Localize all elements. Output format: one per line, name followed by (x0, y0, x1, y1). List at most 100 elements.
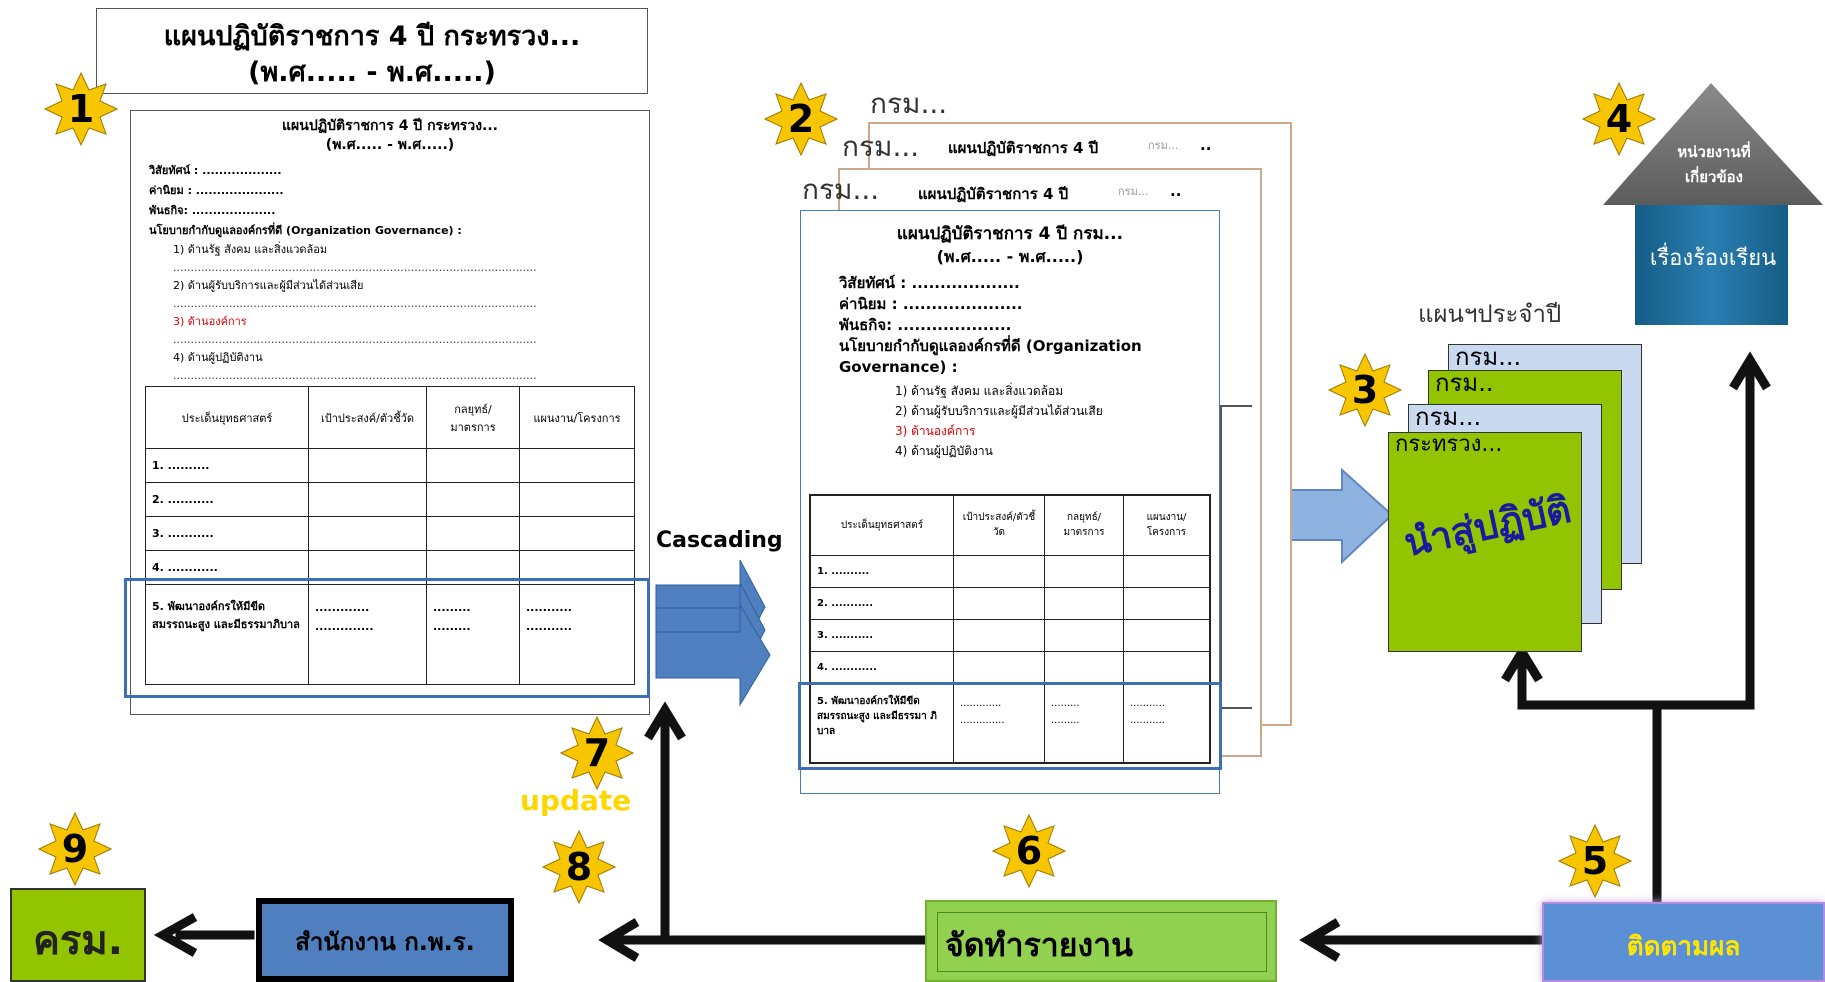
star-icon (541, 829, 617, 905)
step-badge-9: 9 (37, 811, 113, 887)
table-cell: ........... (1130, 714, 1165, 726)
table-row: 3. ........... (145, 516, 309, 551)
ministry-doc-vision: วิสัยทัศน์ : ................... (149, 164, 282, 177)
cabinet-box[interactable]: ครม. (10, 888, 146, 982)
table-row-governance: 5. พัฒนาองค์กรให้มีขีดสมรรถนะสูง และมีธร… (145, 584, 309, 685)
ministry-plan-document: แผนปฏิบัติราชการ 4 ปี กระทรวง... (พ.ศ...… (130, 110, 650, 715)
ministry-doc-dotline-3: ........................................… (173, 333, 537, 346)
table-row: 3. ........... (809, 618, 954, 652)
dept-back-2-title: แผนปฏิบัติราชการ 4 ปี (948, 139, 1099, 157)
table-cell: ........... (526, 601, 572, 614)
table-cell: .............. (960, 714, 1005, 726)
table-header: แผนงาน/โครงการ (1123, 494, 1211, 556)
update-label: update (520, 784, 632, 817)
ministry-doc-title2: (พ.ศ..... - พ.ศ.....) (325, 136, 455, 153)
star-icon (1327, 352, 1403, 428)
ministry-doc-dotline-2: ........................................… (173, 297, 537, 310)
dept-doc-mission: พันธกิจ: .................... (839, 316, 1012, 334)
opdc-box[interactable]: สำนักงาน ก.พ.ร. (256, 898, 514, 982)
dept-doc-item-3: 3) ด้านองค์การ (895, 424, 976, 438)
step-badge-8: 8 (541, 829, 617, 905)
follow-up-label: ติดตามผล (1626, 932, 1741, 962)
dept-strategy-table: ประเด็นยุทธศาสตร์ เป้าประสงค์/ตัวชี้วัด … (809, 494, 1211, 764)
star-icon (991, 813, 1067, 889)
dept-doc-values: ค่านิยม : ..................... (839, 295, 1023, 313)
ministry-strategy-table: ประเด็นยุทธศาสตร์ เป้าประสงค์/ตัวชี้วัด … (145, 386, 635, 685)
dept-highlight-frame (798, 682, 1222, 770)
dept-doc-vision: วิสัยทัศน์ : ................... (839, 274, 1020, 292)
annual-card-1-label: กระทรวง... (1395, 432, 1503, 457)
step-number: 1 (67, 87, 95, 131)
annual-card-2-label: กรม... (1415, 403, 1482, 431)
ministry-plan-title-line1: แผนปฏิบัติราชการ 4 ปี กระทรวง... (163, 21, 581, 52)
agency-house-icon (1603, 83, 1823, 325)
ministry-doc-title1: แผนปฏิบัติราชการ 4 ปี กระทรวง... (282, 118, 498, 134)
table-header: กลยุทธ์/มาตรการ (426, 386, 520, 449)
follow-up-box[interactable]: ติดตามผล (1542, 902, 1825, 982)
step-number: 7 (583, 731, 611, 775)
ministry-highlight-frame (124, 578, 650, 698)
table-row: 1. .......... (809, 554, 954, 588)
table-cell: ......... (1051, 697, 1080, 709)
step-number: 2 (787, 97, 815, 141)
table-cell: ........... (526, 620, 572, 633)
ministry-doc-dotline-4: ........................................… (173, 369, 537, 382)
table-row: 1. .......... (145, 448, 309, 483)
ministry-doc-item-1: 1) ด้านรัฐ สังคม และสิ่งแวดล้อม (173, 243, 328, 256)
star-icon (1557, 823, 1633, 899)
table-row: 4. ............ (809, 650, 954, 684)
table-cell: ......... (433, 601, 471, 614)
star-icon (559, 715, 635, 791)
dept-doc-item-4: 4) ด้านผู้ปฏิบัติงาน (895, 444, 993, 458)
dept-back-label-2: กรม... (870, 87, 948, 120)
star-icon (43, 71, 119, 147)
cabinet-label: ครม. (33, 918, 123, 964)
opdc-label: สำนักงาน ก.พ.ร. (295, 928, 475, 956)
table-header: เป้าประสงค์/ตัวชี้วัด (953, 494, 1045, 556)
ministry-plan-title-line2: (พ.ศ..... - พ.ศ.....) (248, 57, 496, 89)
step-badge-4: 4 (1581, 81, 1657, 157)
step-number: 6 (1015, 829, 1043, 873)
dept-doc-policy-1: นโยบายกำกับดูแลองค์กรที่ดี (Organization (839, 337, 1142, 355)
step-number: 3 (1351, 368, 1379, 412)
implement-arrow (1289, 467, 1394, 565)
table-cell: ......... (1051, 714, 1080, 726)
step-badge-2: 2 (763, 81, 839, 157)
dept-doc-policy-2: Governance) : (839, 358, 958, 376)
ministry-doc-item-3: 3) ด้านองค์การ (173, 315, 247, 328)
dept-back-label-0: กรม... (802, 173, 880, 206)
flow-lines (175, 365, 1755, 945)
dept-doc-title1: แผนปฏิบัติราชการ 4 ปี กรม... (896, 224, 1124, 244)
agency-roof-label: หน่วยงานที่เกี่ยวข้อง (1677, 143, 1751, 186)
dept-doc-item-2: 2) ด้านผู้รับบริการและผู้มีส่วนได้ส่วนเส… (895, 404, 1103, 418)
table-cell: ............. (960, 697, 1002, 709)
dept-back-label-1: กรม... (842, 130, 920, 163)
report-label: จัดทำรายงาน (945, 926, 1133, 964)
ministry-doc-policy: นโยบายกำกับดูแลองค์กรที่ดี (Organization… (149, 224, 462, 237)
step-badge-6: 6 (991, 813, 1067, 889)
table-header: ประเด็นยุทธศาสตร์ (809, 494, 954, 556)
ministry-doc-mission: พันธกิจ: .................... (149, 204, 276, 217)
dept-back-2-sub: กรม... (1148, 139, 1179, 152)
step-badge-7: 7 (559, 715, 635, 791)
flow-arrowheads (153, 351, 1771, 962)
agency-complaint-label: เรื่องร้องเรียน (1649, 246, 1777, 271)
dept-back-1-title: แผนปฏิบัติราชการ 4 ปี (918, 185, 1069, 203)
annual-card-4-label: กรม... (1455, 343, 1522, 371)
ministry-doc-values: ค่านิยม : ..................... (149, 184, 284, 197)
ministry-doc-dotline-1: ........................................… (173, 261, 537, 274)
dept-doc-title2: (พ.ศ..... - พ.ศ.....) (936, 246, 1084, 266)
star-icon (37, 811, 113, 887)
star-icon (1581, 81, 1657, 157)
annual-plan-label: แผนฯประจำปี (1418, 300, 1562, 328)
step-badge-3: 3 (1327, 352, 1403, 428)
ministry-plan-title-box: แผนปฏิบัติราชการ 4 ปี กระทรวง... (พ.ศ...… (96, 8, 648, 94)
step-number: 5 (1581, 839, 1609, 883)
report-box[interactable]: จัดทำรายงาน (925, 900, 1277, 982)
annual-card-3-label: กรม.. (1435, 369, 1494, 397)
step-number: 9 (61, 827, 89, 871)
table-row: 2. ........... (809, 586, 954, 620)
table-cell: ......... (433, 620, 471, 633)
ministry-doc-item-2: 2) ด้านผู้รับบริการและผู้มีส่วนได้ส่วนเส… (173, 279, 364, 292)
